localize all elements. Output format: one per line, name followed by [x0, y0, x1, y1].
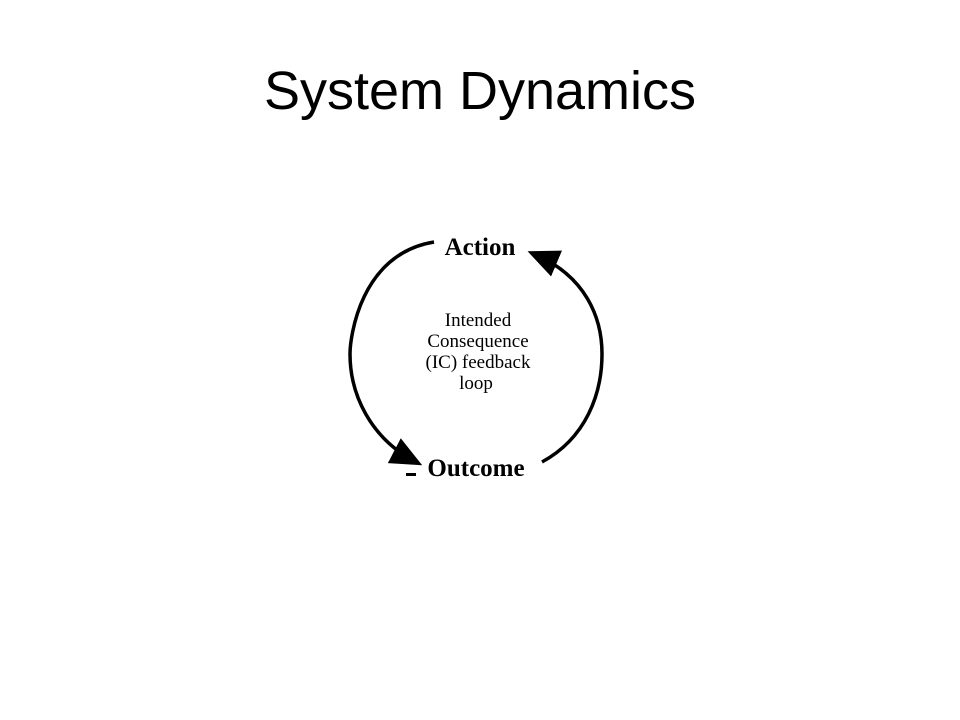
slide-title: System Dynamics: [263, 61, 697, 121]
left-arrow-arc: [348, 240, 435, 466]
right-arrow-arc: [527, 250, 604, 464]
node-action: Action: [445, 234, 516, 261]
loop-label-line-3: (IC) feedback: [426, 352, 531, 373]
feedback-loop-diagram: Action Outcome Intended Consequence (IC)…: [330, 218, 642, 496]
outcome-left-mark: [406, 473, 416, 476]
loop-label-line-1: Intended: [445, 310, 512, 331]
feedback-loop-canvas: Action Outcome Intended Consequence (IC)…: [348, 234, 604, 482]
loop-label-line-2: Consequence: [427, 331, 528, 352]
loop-label-line-4: loop: [459, 373, 493, 394]
node-outcome: Outcome: [427, 455, 524, 482]
